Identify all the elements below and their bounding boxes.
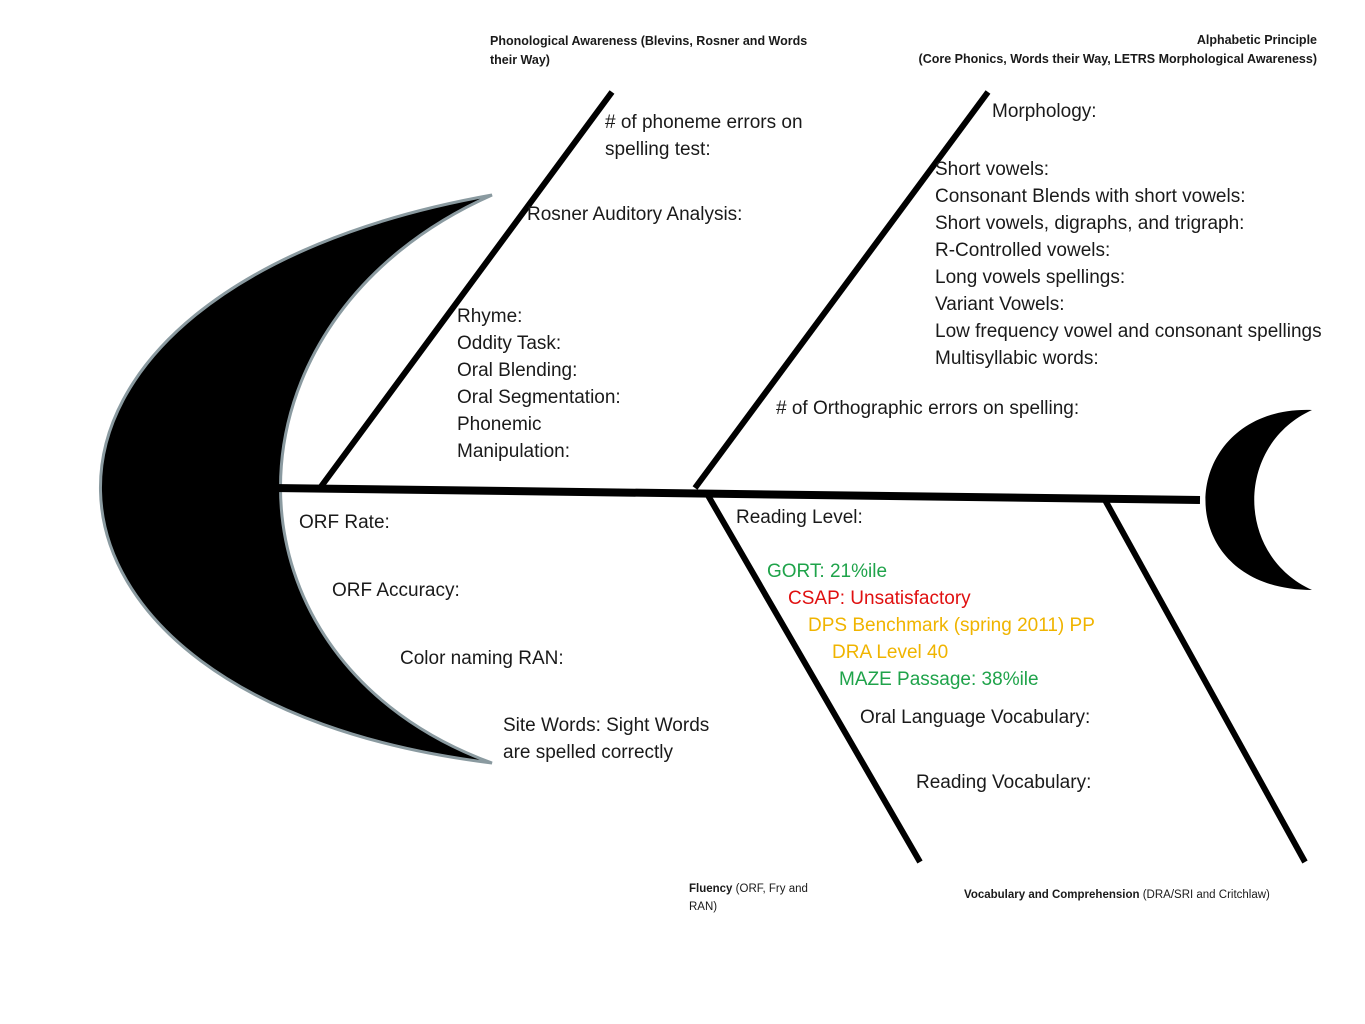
gort-score: GORT: 21%ile xyxy=(767,561,888,582)
spine-line xyxy=(272,484,1201,504)
skill-item: R-Controlled vowels: xyxy=(935,240,1111,261)
task-item: Oral Segmentation: xyxy=(457,387,621,408)
csap-score: CSAP: Unsatisfactory xyxy=(788,588,971,609)
skill-item: Short vowels: xyxy=(935,159,1050,180)
task-item: Rhyme: xyxy=(457,306,523,327)
reading-vocabulary-label: Reading Vocabulary: xyxy=(916,772,1092,793)
heading-fluency-subtitle: (ORF, Fry and RAN) xyxy=(689,883,808,913)
orf-rate-label: ORF Rate: xyxy=(299,512,390,533)
skill-item: Consonant Blends with short vowels: xyxy=(935,186,1246,207)
task-item: Oddity Task: xyxy=(457,333,562,354)
maze-passage-score: MAZE Passage: 38%ile xyxy=(839,669,1039,690)
alphabetic-skill-list: Short vowels: Consonant Blends with shor… xyxy=(935,156,1322,372)
fish-head-crescent xyxy=(99,193,493,765)
skill-item: Low frequency vowel and consonant spelli… xyxy=(935,321,1322,342)
task-item: Phonemic xyxy=(457,414,542,435)
heading-alphabetic-subtitle: (Core Phonics, Words their Way, LETRS Mo… xyxy=(918,52,1317,66)
morphology-label: Morphology: xyxy=(992,101,1097,122)
heading-fluency-title: Fluency xyxy=(689,883,733,895)
phoneme-errors-label: # of phoneme errors on spelling test: xyxy=(605,112,803,160)
reading-level-label: Reading Level: xyxy=(736,507,863,528)
heading-fluency: Fluency (ORF, Fry and RAN) xyxy=(689,880,814,916)
task-item: Manipulation: xyxy=(457,441,571,462)
heading-phonological-awareness: Phonological Awareness (Blevins, Rosner … xyxy=(490,34,808,67)
bone-fluency xyxy=(703,490,923,864)
skill-item: Short vowels, digraphs, and trigraph: xyxy=(935,213,1245,234)
heading-vocab-subtitle: (DRA/SRI and Critchlaw) xyxy=(1142,889,1270,901)
heading-alphabetic-title: Alphabetic Principle xyxy=(1196,33,1317,47)
phonological-task-list: Rhyme: Oddity Task: Oral Blending: Oral … xyxy=(457,303,621,465)
dra-level-score: DRA Level 40 xyxy=(832,642,949,663)
bone-phonological xyxy=(317,90,615,490)
rosner-auditory-label: Rosner Auditory Analysis: xyxy=(527,204,743,225)
fish-tail-crescent xyxy=(1205,409,1312,590)
skill-item: Variant Vowels: xyxy=(935,294,1065,315)
skill-item: Long vowels spellings: xyxy=(935,267,1126,288)
skill-item: Multisyllabic words: xyxy=(935,348,1099,369)
bone-vocabulary xyxy=(1102,498,1308,864)
site-words-label: Site Words: Sight Words are spelled corr… xyxy=(503,715,710,763)
oral-language-vocabulary-label: Oral Language Vocabulary: xyxy=(860,707,1091,728)
heading-vocab-title: Vocabulary and Comprehension xyxy=(964,889,1140,901)
heading-vocabulary-comprehension: Vocabulary and Comprehension (DRA/SRI an… xyxy=(964,886,1344,905)
heading-alphabetic-principle: Alphabetic Principle (Core Phonics, Word… xyxy=(880,31,1317,69)
task-item: Oral Blending: xyxy=(457,360,578,381)
orf-accuracy-label: ORF Accuracy: xyxy=(332,580,460,601)
dps-benchmark-score: DPS Benchmark (spring 2011) PP xyxy=(808,615,1095,636)
color-naming-ran-label: Color naming RAN: xyxy=(400,648,564,669)
orthographic-errors-label: # of Orthographic errors on spelling: xyxy=(776,398,1080,419)
bone-alphabetic xyxy=(692,90,991,490)
